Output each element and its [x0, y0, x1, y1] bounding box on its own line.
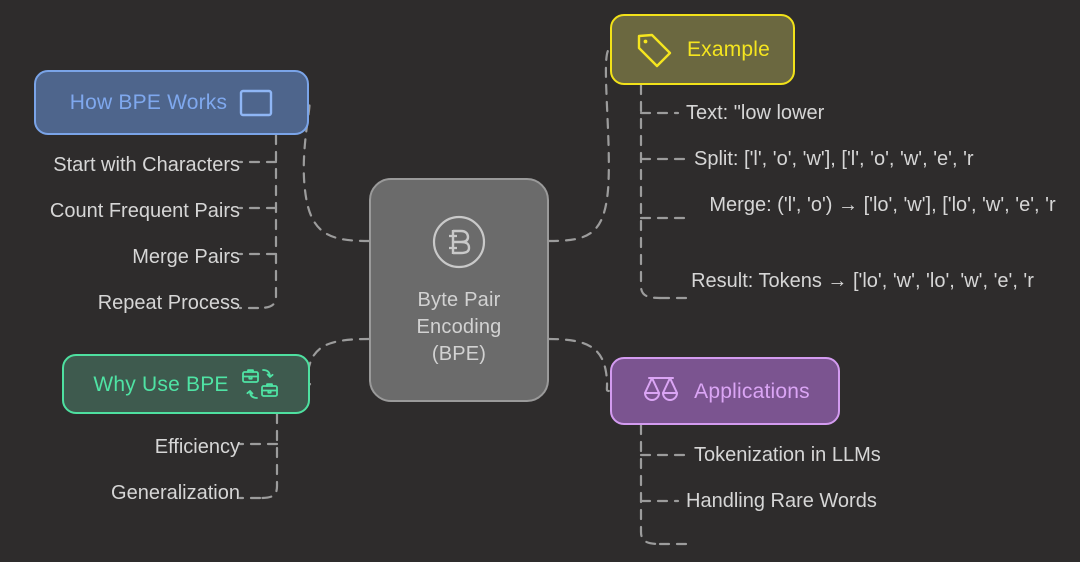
leaf-item-generalization[interactable]: Generalization [111, 482, 240, 504]
leaf-item-merge-pairs[interactable]: Merge Pairs [132, 246, 240, 268]
edge-spine-why [258, 412, 279, 500]
leaf-item-example-text[interactable]: Text: "low lower [686, 102, 825, 124]
branch-label-why-use-bpe: Why Use BPE [93, 372, 229, 396]
edge-spine-how [256, 133, 278, 310]
leaf-item-handling-rare-words[interactable]: Handling Rare Words [686, 490, 877, 512]
branch-node-applications[interactable]: Applications [610, 357, 840, 425]
leaf-item-start-with-characters[interactable]: Start with Characters [53, 154, 240, 176]
leaf-item-efficiency[interactable]: Efficiency [154, 436, 240, 458]
branch-node-how-bpe-works[interactable]: How BPE Works [34, 70, 309, 135]
edge-center-to-apps [547, 337, 612, 393]
edge-center-to-why [305, 337, 371, 387]
bitcoin-b-circle-icon [430, 213, 488, 271]
balance-scale-icon [640, 374, 682, 408]
leaf-item-example-merge[interactable]: Merge: ('l', 'o') → ['lo', 'w'], ['lo', … [709, 194, 1056, 216]
edge-center-to-how [302, 101, 371, 243]
branch-node-why-use-bpe[interactable]: Why Use BPE [62, 354, 310, 414]
leaf-item-example-result[interactable]: Result: Tokens → ['lo', 'w', 'lo', 'w', … [691, 270, 1034, 292]
branch-node-example[interactable]: Example [610, 14, 795, 85]
branch-label-example: Example [686, 38, 771, 61]
tag-icon [635, 31, 675, 69]
leaf-item-count-frequent-pairs[interactable]: Count Frequent Pairs [49, 200, 240, 222]
briefcase-exchange-icon [241, 367, 279, 401]
leaf-item-tokenization-in-llms[interactable]: Tokenization in LLMs [694, 444, 881, 466]
edge-center-to-example [547, 47, 612, 243]
branch-label-applications: Applications [694, 379, 810, 403]
leaf-item-repeat-process[interactable]: Repeat Process [97, 292, 240, 314]
leaf-item-example-split[interactable]: Split: ['l', 'o', 'w'], ['l', 'o', 'w', … [694, 148, 974, 170]
edge-spine-apps [639, 423, 662, 546]
edge-spine-example [639, 83, 662, 300]
window-rectangle-icon [239, 89, 273, 117]
branch-label-how-bpe-works: How BPE Works [69, 91, 228, 114]
